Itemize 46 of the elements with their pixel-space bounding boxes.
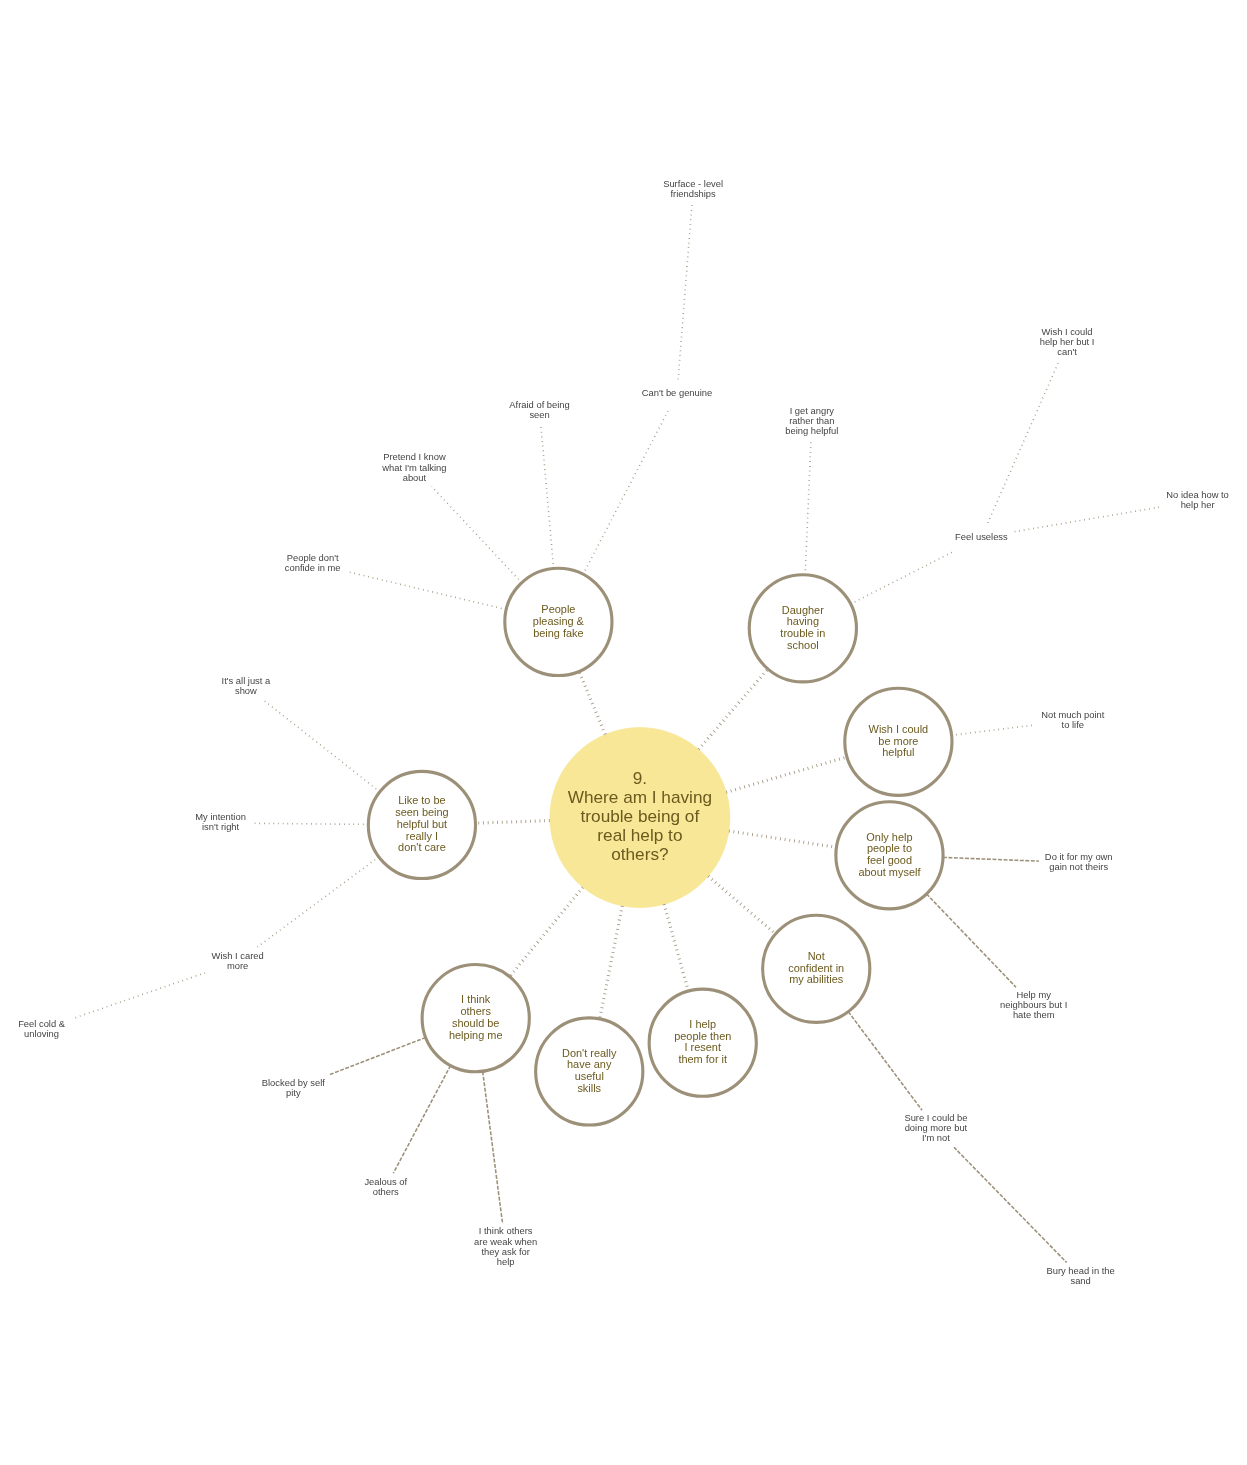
- connector: [725, 754, 848, 794]
- node-circle: Don't really have any useful skills: [534, 1015, 645, 1127]
- connector: [986, 360, 1060, 524]
- node-text: Feel useless: [955, 531, 1008, 542]
- node-circle: Daugher having trouble in school: [747, 572, 858, 683]
- node-circle: Not confident in my abilities: [761, 913, 872, 1024]
- node-text: It's all just a show: [221, 675, 271, 696]
- node-text: Wish I could help her but I can't: [1039, 326, 1095, 357]
- node-text: Blocked by self pity: [261, 1077, 325, 1098]
- node-circle: Wish I could be more helpful: [843, 686, 954, 797]
- connector: [925, 892, 1017, 988]
- connector: [598, 905, 624, 1019]
- node-text: Afraid of being seen: [509, 399, 570, 420]
- connector: [942, 856, 1040, 862]
- node-text: Jealous of others: [364, 1176, 408, 1197]
- node-text: My intention isn't right: [195, 811, 246, 832]
- node-text: No idea how to help her: [1166, 489, 1229, 510]
- node-text: Not much point to life: [1041, 709, 1105, 730]
- connector: [953, 1145, 1068, 1263]
- node-text: I get angry rather than being helpful: [785, 405, 839, 436]
- connector: [508, 885, 584, 978]
- node-circle: Only help people to feel good about myself: [834, 799, 945, 910]
- connector: [329, 1036, 427, 1075]
- node-text: Feel cold & unloving: [18, 1018, 66, 1039]
- node-circle: I think others should be helping me: [420, 962, 531, 1073]
- node-text: Wish I cared more: [211, 950, 264, 971]
- node-text: Pretend I know what I'm talking about: [382, 451, 447, 483]
- node-circle: 9. Where am I having trouble being of real help to others?: [549, 726, 731, 908]
- node-text: Sure I could be doing more but I'm not: [904, 1112, 968, 1143]
- node-text: Can't be genuine: [641, 387, 713, 398]
- connector: [481, 1070, 504, 1225]
- node-text: Surface - level friendships: [663, 178, 724, 199]
- node-text: I think others are weak when they ask for help: [474, 1225, 538, 1267]
- node-text: Bury head in the sand: [1046, 1265, 1115, 1286]
- node-circle: I help people then I resent them for it: [647, 987, 758, 1098]
- node-text: People don't confide in me: [284, 552, 341, 573]
- connector: [697, 667, 769, 750]
- connector: [707, 874, 777, 935]
- node-text: Do it for my own gain not theirs: [1044, 851, 1113, 872]
- node-circle: People pleasing & being fake: [503, 566, 614, 677]
- connector: [847, 1010, 923, 1111]
- connector: [577, 670, 607, 735]
- connector: [475, 818, 550, 825]
- node-text: Help my neighbours but I hate them: [1000, 989, 1068, 1020]
- connector: [392, 1064, 452, 1174]
- node-circle: Like to be seen being helpful but really I don't care: [366, 769, 478, 880]
